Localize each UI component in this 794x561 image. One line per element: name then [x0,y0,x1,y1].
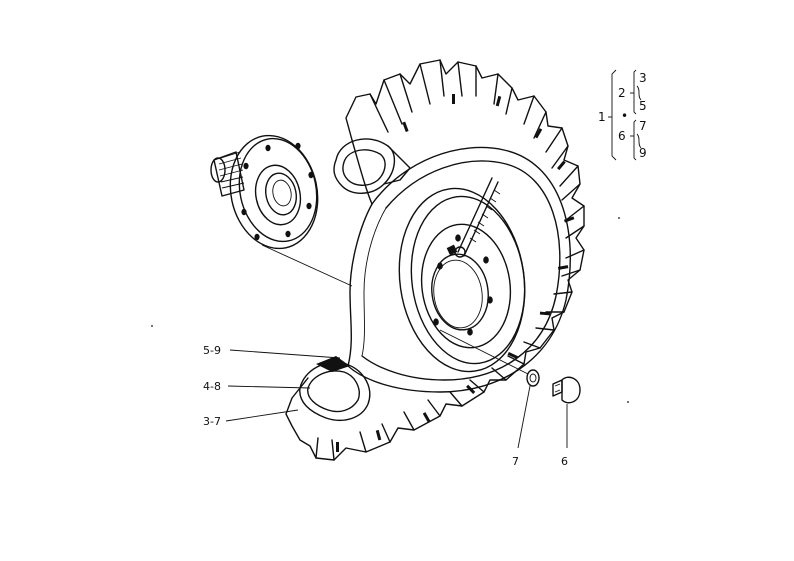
key-dot: • [621,109,628,123]
key-9: 9 [639,146,647,160]
callout-5-9: 5-9 [203,344,221,357]
key-3: 3 [639,71,647,85]
tractor-tyre [285,59,585,461]
hub-flange [210,134,353,287]
parts-key: 1 2 6 • 3 5 7 9 [598,69,647,161]
speck [627,401,629,403]
key-2: 2 [618,86,626,100]
wheel-rim [347,146,572,393]
wheel-bolt [552,376,581,404]
callout-4-8: 4-8 [203,380,221,393]
key-5: 5 [639,99,647,113]
callout-3-7: 3-7 [203,415,221,428]
callout-6: 6 [561,455,568,468]
callout-leaders [225,349,568,449]
speck [618,217,620,219]
key-7: 7 [639,119,647,133]
speck [151,325,153,327]
key-6: 6 [618,129,626,143]
wheel-nut [526,369,540,387]
key-1: 1 [598,110,606,124]
callout-7: 7 [512,455,519,468]
